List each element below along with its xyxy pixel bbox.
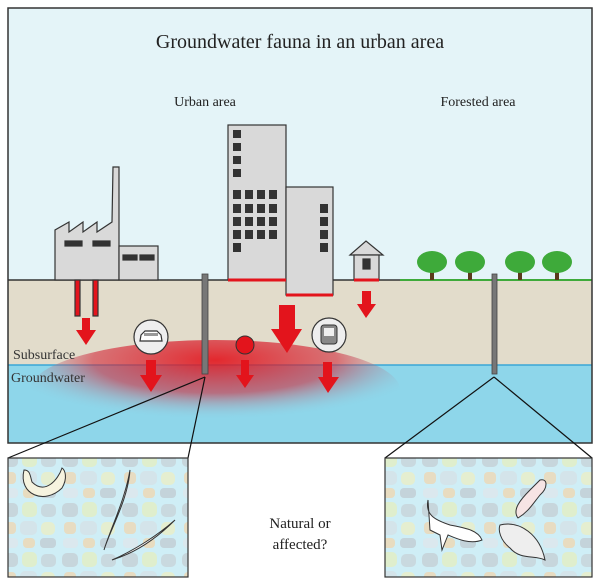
arrow-down-icon <box>140 360 162 392</box>
callout-lines <box>7 376 593 459</box>
house-icon <box>348 240 385 282</box>
car-icon <box>133 319 169 355</box>
monitoring-well-icon <box>201 273 209 375</box>
train-icon <box>311 317 347 353</box>
tree-icon <box>542 251 572 280</box>
pollution-arrows <box>76 291 376 393</box>
contamination-plume <box>30 340 400 440</box>
arrow-down-icon <box>271 305 302 353</box>
forested-area-label: Forested area <box>440 95 516 110</box>
arrow-down-icon <box>357 291 376 318</box>
subsurface-label: Subsurface <box>13 348 75 363</box>
arrow-down-icon <box>76 318 96 345</box>
monitoring-well-icon <box>491 273 498 375</box>
office-buildings <box>227 124 334 297</box>
tree-icon <box>417 251 447 280</box>
pollution-dot-icon <box>235 335 255 355</box>
tree-icon <box>455 251 485 280</box>
groundwater-label: Groundwater <box>11 371 85 386</box>
question-line-1: Natural or <box>269 516 330 532</box>
question-line-2: affected? <box>273 537 328 553</box>
factory-icon <box>54 166 159 317</box>
worm-icon <box>111 519 176 561</box>
forest-fauna-inset <box>384 457 593 578</box>
arrow-down-icon <box>318 362 339 393</box>
arrow-down-icon <box>236 360 254 388</box>
urban-area-label: Urban area <box>174 95 237 110</box>
diagram-title: Groundwater fauna in an urban area <box>156 31 444 53</box>
crustacean-icon <box>498 523 546 561</box>
tree-icon <box>505 251 535 280</box>
worm-icon <box>22 467 66 497</box>
copepod-icon <box>515 479 547 519</box>
forest-trees <box>417 251 572 280</box>
amphipod-icon <box>426 499 483 552</box>
urban-fauna-inset <box>7 457 189 578</box>
worm-icon <box>103 469 131 551</box>
